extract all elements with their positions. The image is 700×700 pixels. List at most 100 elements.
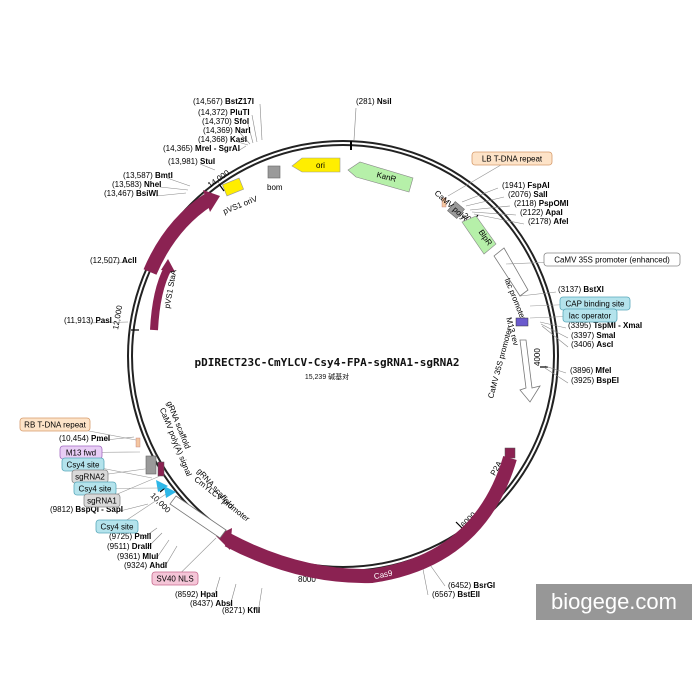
pvs1-staa-arrowhead	[161, 259, 175, 272]
enzyme-leader-line	[471, 211, 517, 216]
feature-tag-label: RB T-DNA repeat	[24, 421, 86, 430]
feature-tag-label: M13 fwd	[66, 449, 96, 458]
enzyme-position: (14,368)	[198, 135, 230, 144]
enzyme-leader-line	[473, 213, 525, 225]
enzyme-label: (8437) AbsI	[190, 599, 233, 608]
watermark-box	[536, 584, 692, 620]
csy4-site-1	[156, 480, 168, 492]
p2a-feature	[504, 447, 516, 459]
enzyme-label: (14,369) NarI	[203, 126, 251, 135]
enzyme-position: (8437)	[190, 599, 215, 608]
enzyme-position: (14,370)	[202, 117, 234, 126]
enzyme-name: BstZ17I	[225, 97, 254, 106]
enzyme-name: MfeI	[595, 366, 611, 375]
enzyme-leader-line	[115, 503, 149, 513]
enzyme-leader-line	[257, 587, 263, 614]
enzyme-label: (3395) TspMI - XmaI	[568, 321, 642, 330]
feature-tag-label: SV40 NLS	[156, 575, 193, 584]
enzyme-label: (9812) BspQI - SapI	[50, 505, 123, 514]
enzyme-leader-line	[229, 583, 237, 607]
rb-repeat-mark	[135, 437, 141, 448]
enzyme-labels: (14,567) BstZ17I(14,372) PluTI(14,370) S…	[50, 97, 642, 615]
enzyme-label: (9725) PmlI	[109, 532, 151, 541]
enzyme-leader-line	[213, 576, 221, 598]
enzyme-label: (9361) MluI	[117, 552, 158, 561]
camv35s-enhanced-feature	[493, 247, 529, 297]
enzyme-label: (3925) BspEI	[571, 376, 619, 385]
enzyme-leader-line	[427, 561, 446, 587]
feature-tag-label: sgRNA1	[87, 497, 117, 506]
enzyme-label: (11,913) PasI	[64, 316, 112, 325]
enzyme-name: PasI	[95, 316, 111, 325]
enzyme-name: PluTI	[230, 108, 250, 117]
enzyme-position: (13,583)	[112, 180, 144, 189]
enzyme-position: (3397)	[571, 331, 596, 340]
feature-tag-box	[562, 308, 618, 323]
tick-label: 4000	[533, 348, 542, 366]
enzyme-name: ApaI	[545, 208, 562, 217]
enzyme-position: (3395)	[568, 321, 593, 330]
enzyme-name: StuI	[200, 157, 215, 166]
camv-polya-left-box	[145, 455, 157, 475]
enzyme-position: (6567)	[432, 590, 457, 599]
feature-tag-label: CAP binding site	[566, 300, 626, 309]
enzyme-leader-line	[353, 107, 357, 141]
enzyme-name: SmaI	[596, 331, 615, 340]
enzyme-label: (14,365) MreI - SgrAI	[163, 144, 240, 153]
enzyme-name: SfoI	[234, 117, 249, 126]
enzyme-leader-line	[155, 539, 170, 560]
enzyme-leader-line	[540, 323, 569, 339]
enzyme-leader-line	[141, 527, 158, 540]
enzyme-label: (1941) FspAI	[502, 181, 550, 190]
enzyme-name: AhdI	[149, 561, 167, 570]
enzyme-name: MluI	[142, 552, 158, 561]
enzyme-leader-line	[166, 177, 191, 187]
enzyme-position: (1941)	[502, 181, 527, 190]
bom-label: bom	[267, 183, 283, 192]
enzyme-leader-line	[199, 163, 216, 171]
feature-tag-box	[471, 151, 553, 166]
feature-tag-label: CaMV 35S promoter (enhanced)	[554, 256, 670, 265]
enzyme-leader-line	[87, 321, 129, 324]
enzyme-leader-line	[469, 205, 511, 211]
cas9-arrowhead	[216, 528, 232, 550]
enzyme-position: (2118)	[514, 199, 539, 208]
enzyme-leader-line	[539, 321, 567, 329]
enzyme-leader-line	[461, 187, 499, 203]
enzyme-name: BspEI	[596, 376, 619, 385]
enzyme-position: (9812)	[50, 505, 75, 514]
enzyme-leader-line	[155, 192, 187, 197]
plasmid-length: 15,239 碱基对	[305, 372, 349, 381]
enzyme-name: MreI - SgrAI	[195, 144, 240, 153]
enzyme-leader-line	[544, 367, 569, 384]
enzyme-leader-line	[237, 141, 249, 146]
enzyme-position: (8271)	[222, 606, 247, 615]
pvs1-repa-feature	[143, 194, 212, 275]
enzyme-position: (8592)	[175, 590, 200, 599]
enzyme-label: (281) NsiI	[356, 97, 392, 106]
enzyme-name: NheI	[144, 180, 161, 189]
enzyme-name: SalI	[533, 190, 547, 199]
enzyme-position: (13,467)	[104, 189, 136, 198]
enzyme-position: (3406)	[571, 340, 596, 349]
feature-tag-box	[95, 519, 139, 534]
enzyme-label: (14,370) SfoI	[202, 117, 249, 126]
enzyme-label: (2122) ApaI	[520, 208, 563, 217]
enzyme-label: (14,372) PluTI	[198, 108, 250, 117]
enzyme-position: (2076)	[508, 190, 533, 199]
feature-tag-label: Csy4 site	[79, 485, 112, 494]
enzyme-position: (13,981)	[168, 157, 200, 166]
enzyme-leader-line	[519, 291, 557, 297]
csy4-site-2	[164, 486, 176, 498]
tick-mark	[455, 521, 463, 529]
enzyme-position: (6452)	[448, 581, 473, 590]
feature-tag-label: Csy4 site	[101, 523, 134, 532]
enzyme-leader-line	[544, 365, 567, 374]
enzyme-label: (12,507) AclI	[90, 256, 137, 265]
feature-tag-box	[151, 571, 199, 586]
enzyme-leader-line	[145, 532, 163, 550]
enzyme-leader-line	[95, 436, 135, 442]
enzyme-position: (12,507)	[90, 256, 122, 265]
enzyme-position: (9361)	[117, 552, 142, 561]
tick-label: 8000	[298, 575, 316, 584]
